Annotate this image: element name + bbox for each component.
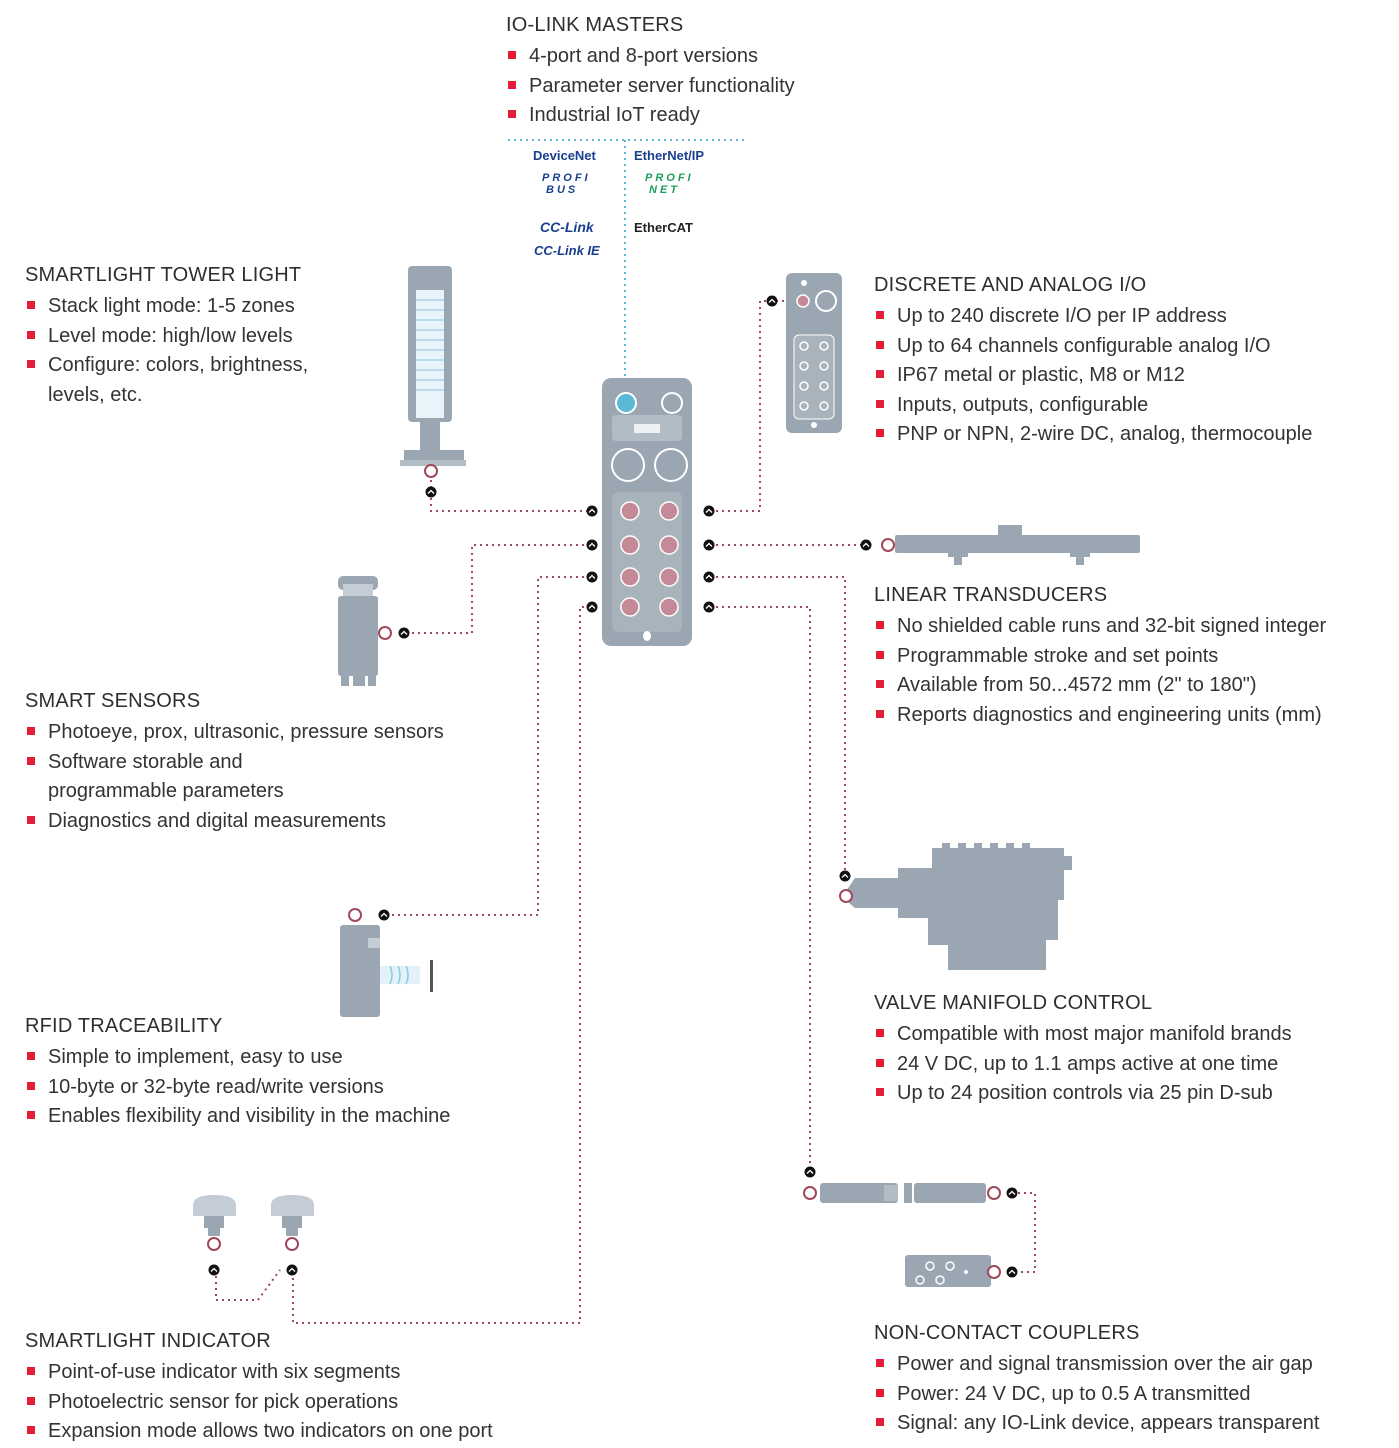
- smartlight-indicator-devices: [193, 1195, 314, 1277]
- list-item: Up to 240 discrete I/O per IP address: [874, 302, 1312, 332]
- smart-sensors-block: SMART SENSORS Photoeye, prox, ultrasonic…: [25, 688, 444, 836]
- valve-manifold-title: VALVE MANIFOLD CONTROL: [874, 992, 1153, 1014]
- list-item: Point-of-use indicator with six segments: [25, 1358, 493, 1388]
- profinet-logo-top: PROFI: [645, 172, 694, 184]
- smart-sensor-device: [338, 576, 411, 686]
- list-item: Photoelectric sensor for pick operations: [25, 1388, 493, 1418]
- list-item: IP67 metal or plastic, M8 or M12: [874, 361, 1312, 391]
- list-item: Software storable and: [25, 748, 444, 778]
- smartlight-indicator-list: Point-of-use indicator with six segments…: [25, 1358, 493, 1447]
- rfid-device: [340, 908, 433, 1017]
- io-link-masters-list: 4-port and 8-port versions Parameter ser…: [506, 42, 795, 131]
- tower-light-title: SMARTLIGHT TOWER LIGHT: [25, 264, 302, 286]
- list-item: Power and signal transmission over the a…: [874, 1350, 1319, 1380]
- smartlight-indicator-title: SMARTLIGHT INDICATOR: [25, 1330, 271, 1352]
- list-item: Signal: any IO-Link device, appears tran…: [874, 1409, 1319, 1439]
- profinet-logo-bottom: NET: [649, 184, 680, 196]
- io-link-master-device: [602, 378, 692, 646]
- ethernetip-logo: EtherNet/IP: [634, 148, 705, 163]
- cclinkie-logo: CC-Link IE: [534, 243, 600, 258]
- linear-transducers-block: LINEAR TRANSDUCERS No shielded cable run…: [874, 582, 1326, 730]
- list-item: Enables flexibility and visibility in th…: [25, 1102, 450, 1132]
- ethercat-logo: EtherCAT: [634, 220, 693, 235]
- tower-light-block: SMARTLIGHT TOWER LIGHT Stack light mode:…: [25, 262, 308, 410]
- valve-manifold-block: VALVE MANIFOLD CONTROL Compatible with m…: [874, 990, 1292, 1109]
- list-item: Available from 50...4572 mm (2" to 180"): [874, 671, 1326, 701]
- list-item: Level mode: high/low levels: [25, 322, 308, 352]
- discrete-io-device: [765, 273, 842, 433]
- non-contact-coupler-device: [803, 1165, 1019, 1287]
- devicenet-logo: DeviceNet: [533, 148, 596, 163]
- non-contact-couplers-block: NON-CONTACT COUPLERS Power and signal tr…: [874, 1320, 1319, 1439]
- cables: [215, 300, 1036, 1324]
- list-item: Inputs, outputs, configurable: [874, 391, 1312, 421]
- list-item: Compatible with most major manifold bran…: [874, 1020, 1292, 1050]
- list-item: Programmable stroke and set points: [874, 642, 1326, 672]
- profibus-logo-top: PROFI: [542, 172, 591, 184]
- smart-sensors-title: SMART SENSORS: [25, 690, 201, 712]
- linear-transducers-title: LINEAR TRANSDUCERS: [874, 584, 1108, 606]
- smartlight-indicator-block: SMARTLIGHT INDICATOR Point-of-use indica…: [25, 1328, 493, 1447]
- cclink-logo: CC-Link: [540, 219, 594, 235]
- list-item-continuation: levels, etc.: [48, 383, 143, 406]
- rfid-block: RFID TRACEABILITY Simple to implement, e…: [25, 1013, 450, 1132]
- io-link-masters-block: IO-LINK MASTERS 4-port and 8-port versio…: [506, 12, 795, 131]
- list-item: Photoeye, prox, ultrasonic, pressure sen…: [25, 718, 444, 748]
- profinet-logo: PROFI NET: [645, 172, 694, 196]
- list-item: Parameter server functionality: [506, 72, 795, 102]
- list-item: Configure: colors, brightness,: [25, 351, 308, 381]
- profibus-logo-bottom: BUS: [546, 184, 579, 196]
- list-item: Reports diagnostics and engineering unit…: [874, 701, 1326, 731]
- list-item: Up to 24 position controls via 25 pin D-…: [874, 1079, 1292, 1109]
- linear-transducer-device: [859, 525, 1140, 565]
- list-item: 10-byte or 32-byte read/write versions: [25, 1073, 450, 1103]
- non-contact-couplers-list: Power and signal transmission over the a…: [874, 1350, 1319, 1439]
- valve-manifold-device: [838, 843, 1072, 970]
- tower-light-list: Stack light mode: 1-5 zones Level mode: …: [25, 292, 308, 410]
- network-lines: [508, 139, 744, 400]
- io-link-masters-title: IO-LINK MASTERS: [506, 14, 684, 36]
- discrete-io-list: Up to 240 discrete I/O per IP address Up…: [874, 302, 1312, 450]
- list-item: Simple to implement, easy to use: [25, 1043, 450, 1073]
- rfid-list: Simple to implement, easy to use 10-byte…: [25, 1043, 450, 1132]
- profibus-logo: PROFI BUS: [542, 172, 591, 196]
- smart-sensors-list: Photoeye, prox, ultrasonic, pressure sen…: [25, 718, 444, 836]
- list-item: No shielded cable runs and 32-bit signed…: [874, 612, 1326, 642]
- list-item: Power: 24 V DC, up to 0.5 A transmitted: [874, 1380, 1319, 1410]
- list-item-continuation: programmable parameters: [48, 780, 284, 802]
- rfid-title: RFID TRACEABILITY: [25, 1015, 223, 1037]
- list-item: Stack light mode: 1-5 zones: [25, 292, 308, 322]
- list-item: 4-port and 8-port versions: [506, 42, 795, 72]
- list-item: Expansion mode allows two indicators on …: [25, 1417, 493, 1447]
- list-item: Industrial IoT ready: [506, 101, 795, 131]
- non-contact-couplers-title: NON-CONTACT COUPLERS: [874, 1322, 1140, 1344]
- linear-transducers-list: No shielded cable runs and 32-bit signed…: [874, 612, 1326, 730]
- discrete-io-title: DISCRETE AND ANALOG I/O: [874, 274, 1147, 296]
- list-item: 24 V DC, up to 1.1 amps active at one ti…: [874, 1050, 1292, 1080]
- valve-manifold-list: Compatible with most major manifold bran…: [874, 1020, 1292, 1109]
- tower-light-device: [400, 266, 466, 499]
- list-item: Diagnostics and digital measurements: [25, 807, 444, 837]
- discrete-io-block: DISCRETE AND ANALOG I/O Up to 240 discre…: [874, 272, 1312, 450]
- list-item: Up to 64 channels configurable analog I/…: [874, 332, 1312, 362]
- list-item: PNP or NPN, 2-wire DC, analog, thermocou…: [874, 420, 1312, 450]
